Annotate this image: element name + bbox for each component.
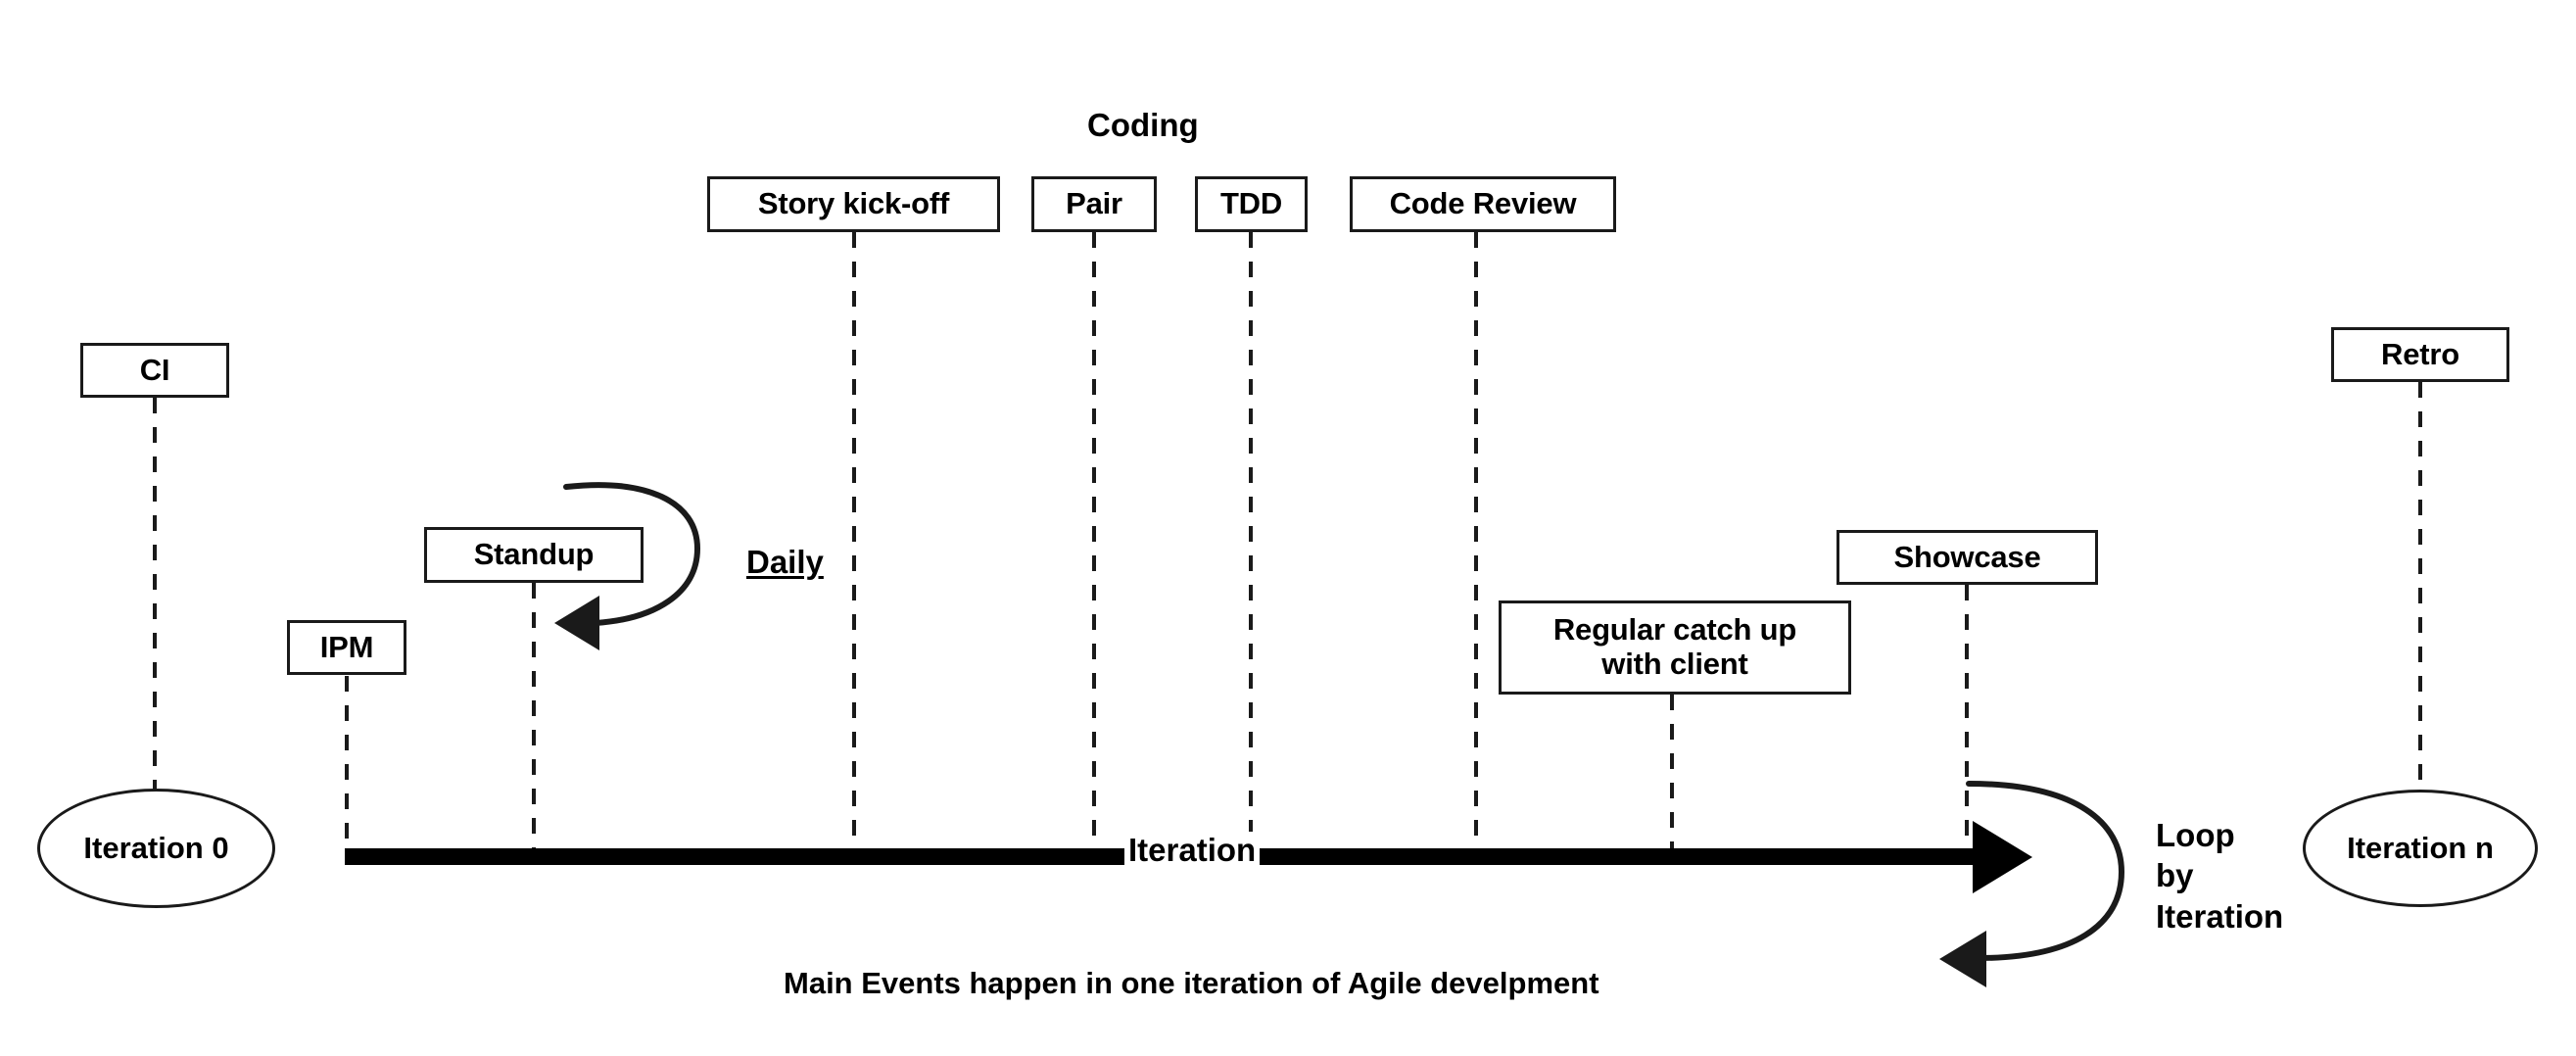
event-box-standup[interactable]: Standup xyxy=(424,527,644,583)
event-box-code-review[interactable]: Code Review xyxy=(1350,176,1616,232)
event-box-showcase[interactable]: Showcase xyxy=(1837,530,2098,585)
event-box-ipm-label: IPM xyxy=(319,629,374,664)
event-box-standup-label: Standup xyxy=(473,537,595,572)
dashed-connectors xyxy=(153,232,2422,862)
group-label-coding: Coding xyxy=(1087,107,1199,143)
event-box-showcase-label: Showcase xyxy=(1893,539,2041,574)
loop-by-iteration-arrowhead xyxy=(1939,931,1986,987)
event-box-ipm[interactable]: IPM xyxy=(287,620,406,675)
event-box-code-review-label: Code Review xyxy=(1389,186,1577,221)
event-box-story-kick-off[interactable]: Story kick-off xyxy=(707,176,1000,232)
milestone-iteration-0[interactable]: Iteration 0 xyxy=(37,789,275,908)
event-box-retro-label: Retro xyxy=(2381,336,2459,371)
event-box-ci[interactable]: CI xyxy=(80,343,229,398)
timeline-label: Iteration xyxy=(1124,832,1261,869)
milestone-iteration-0-label: Iteration 0 xyxy=(83,831,229,865)
milestone-iteration-n-label: Iteration n xyxy=(2347,831,2494,865)
event-box-story-kick-off-label: Story kick-off xyxy=(757,186,950,221)
standup-loop-arrowhead xyxy=(554,596,599,650)
event-box-regular-catch-up[interactable]: Regular catch up with client xyxy=(1499,600,1851,695)
group-label-daily: Daily xyxy=(746,544,824,580)
event-box-tdd-label: TDD xyxy=(1219,186,1283,221)
milestone-iteration-n[interactable]: Iteration n xyxy=(2303,790,2538,907)
standup-loop-arrow xyxy=(563,482,701,626)
event-box-pair[interactable]: Pair xyxy=(1031,176,1157,232)
event-box-regular-catch-up-label: Regular catch up with client xyxy=(1552,612,1797,681)
event-box-ci-label: CI xyxy=(139,352,170,387)
diagram-caption: Main Events happen in one iteration of A… xyxy=(784,966,1599,1000)
group-label-loop-by-iteration: Loop by Iteration xyxy=(2156,817,2284,935)
loop-by-iteration-arc xyxy=(1966,781,2125,961)
event-box-retro[interactable]: Retro xyxy=(2331,327,2509,382)
event-box-tdd[interactable]: TDD xyxy=(1195,176,1308,232)
event-box-pair-label: Pair xyxy=(1066,186,1122,221)
